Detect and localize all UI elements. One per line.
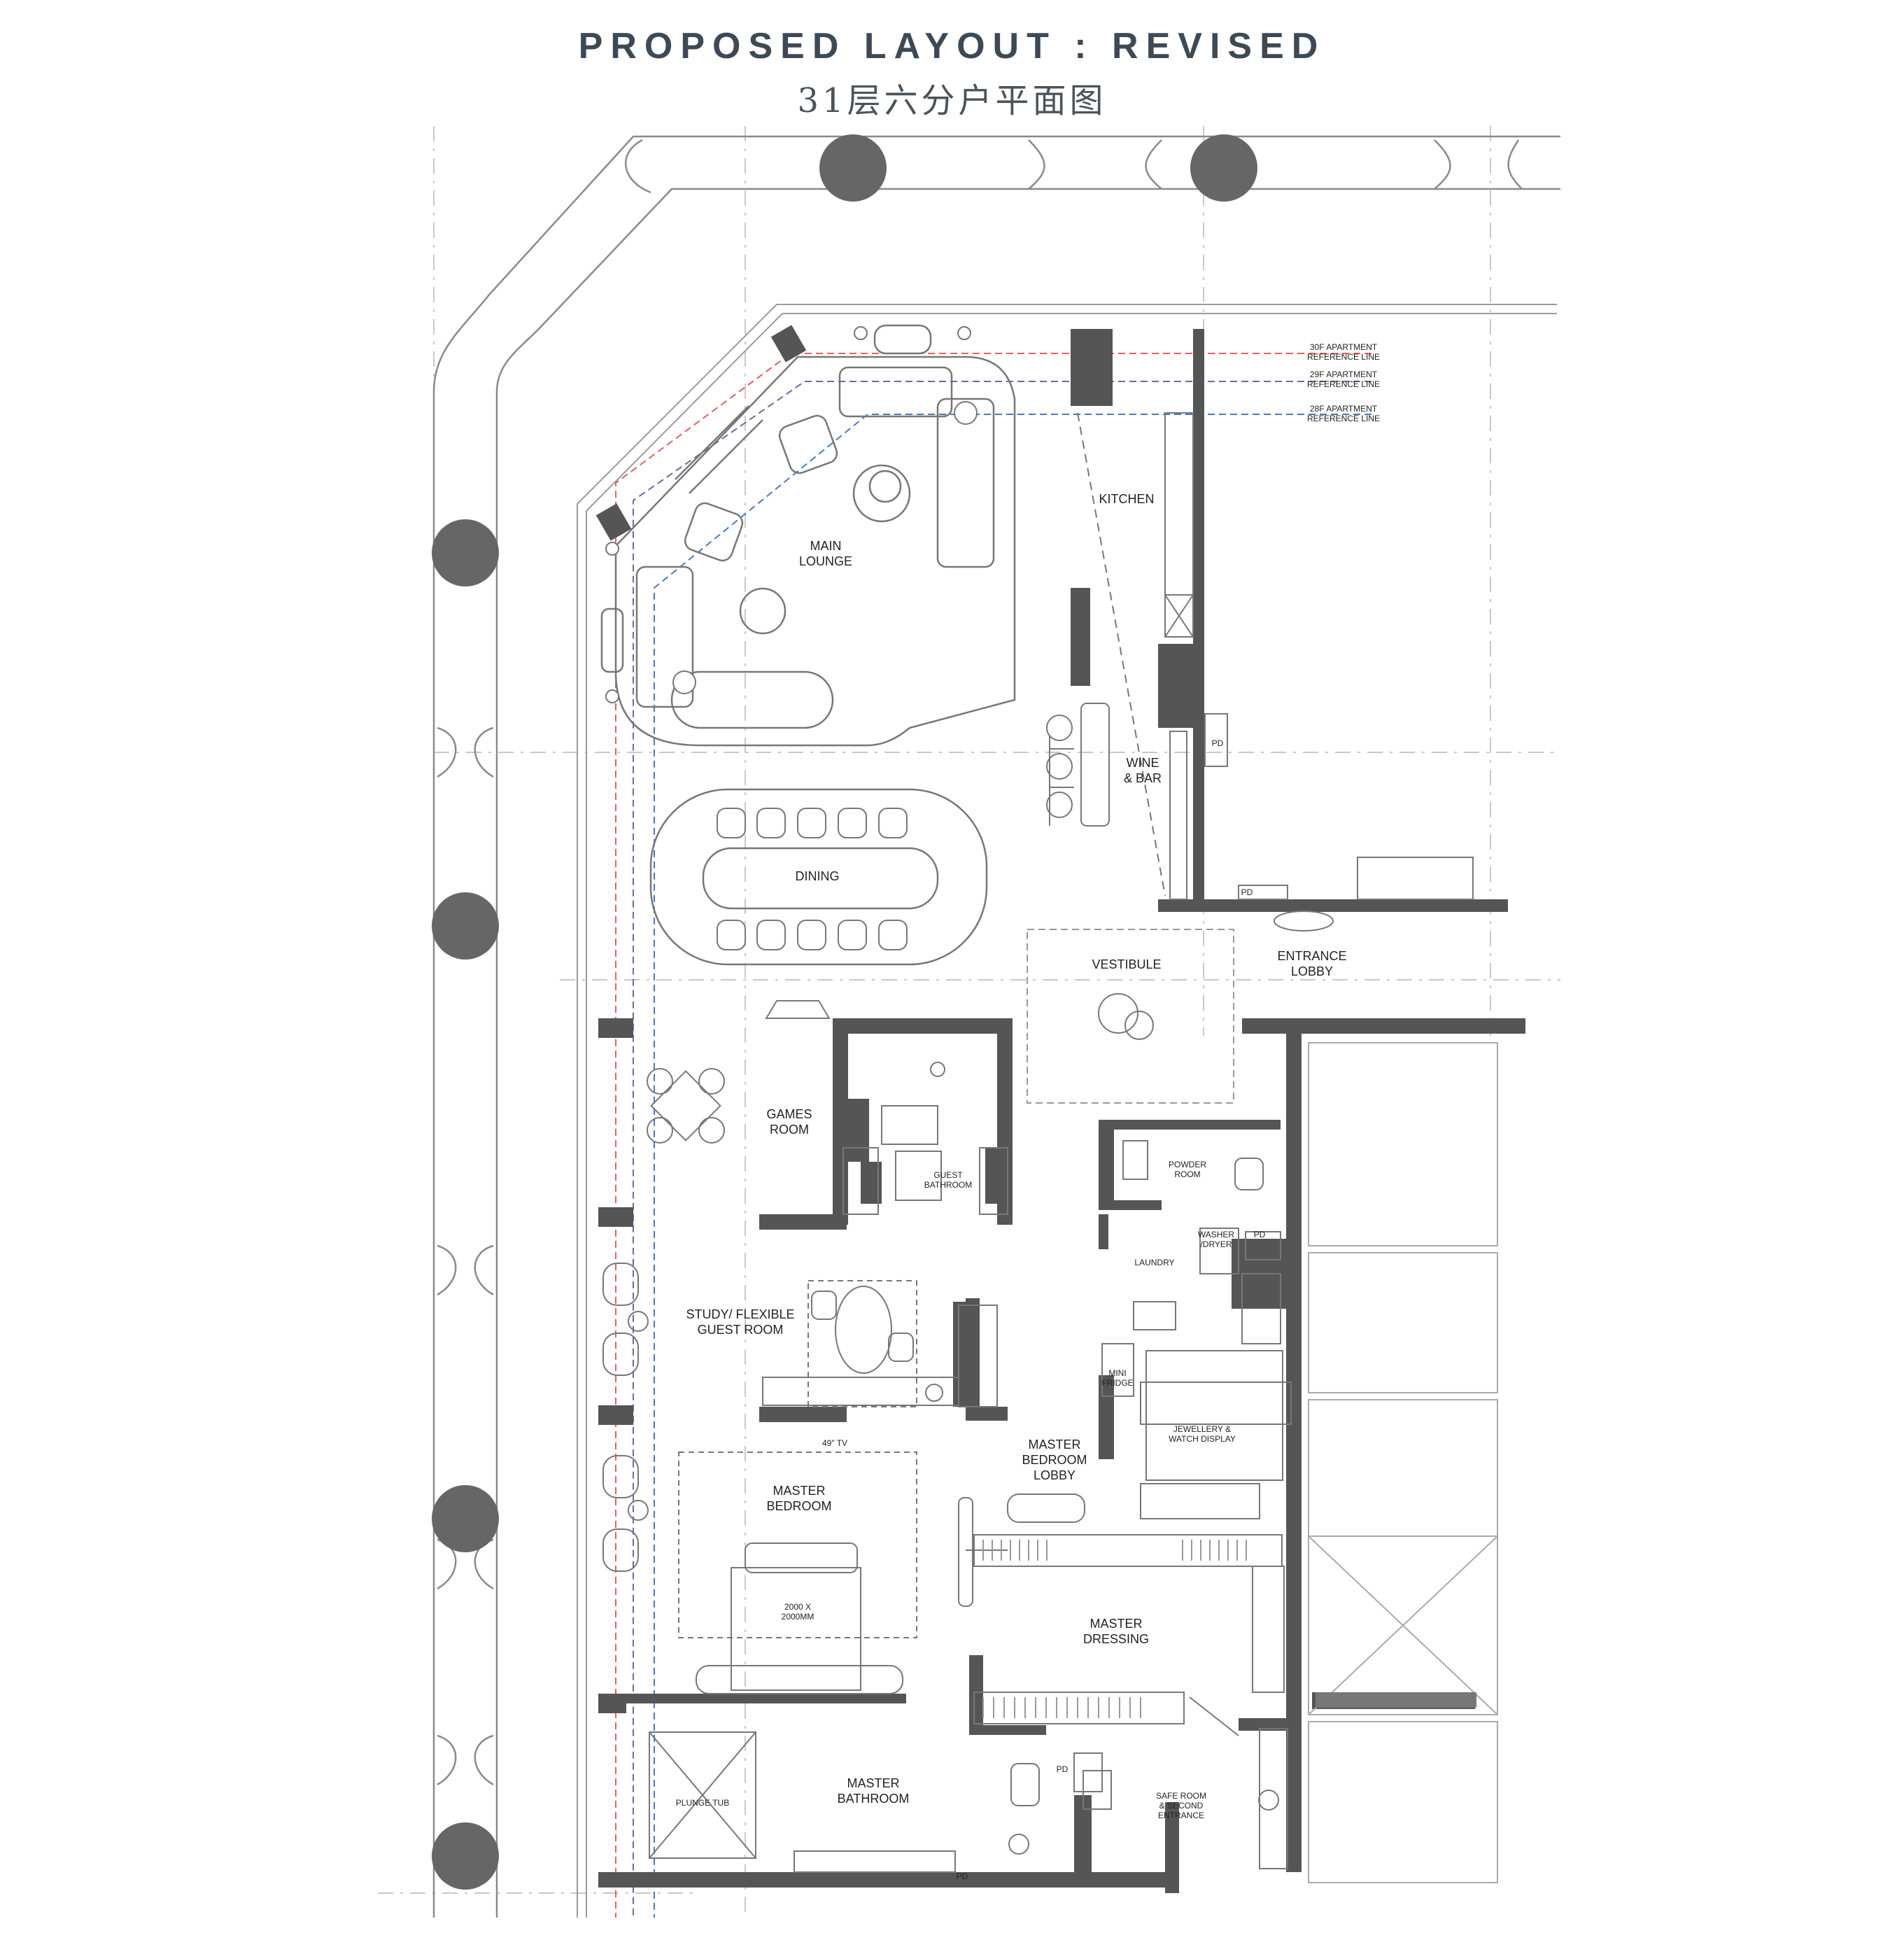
glazing [577,304,1557,1918]
label-master-bedroom-lobby-2: BEDROOM [1022,1453,1087,1467]
label-kitchen: KITCHEN [1099,492,1154,506]
ref-label-28f-line2: REFERENCE LINE [1307,414,1380,423]
reference-labels: 30F APARTMENT REFERENCE LINE 29F APARTME… [1307,342,1380,423]
label-tv: 49" TV [822,1438,847,1448]
label-dining: DINING [796,869,840,883]
label-master-bedroom-lobby-3: LOBBY [1034,1468,1076,1482]
kitchen-fixtures [1046,412,1474,932]
master-bathroom-fixtures [649,1728,1288,1873]
dining-area [649,788,988,966]
reference-line-28f [654,414,1371,1918]
label-plunge-tub: PLUNGE TUB [676,1798,729,1808]
page-title: PROPOSED LAYOUT : REVISED [578,26,1326,66]
label-washer-dryer-1: WASHER [1198,1230,1235,1239]
ref-label-30f-line1: 30F APARTMENT [1310,342,1378,352]
label-wine-bar-1: WINE [1127,756,1159,770]
label-mini-fridge-2: FRIDGE [1101,1378,1133,1388]
label-washer-dryer-2: /DRYER [1200,1239,1232,1249]
label-jewellery-1: JEWELLERY & [1173,1424,1231,1434]
label-vestibule: VESTIBULE [1092,957,1161,971]
vestibule-table [1098,993,1154,1040]
label-entrance-lobby-1: ENTRANCE [1277,949,1346,963]
label-master-dressing-2: DRESSING [1083,1632,1149,1646]
label-pd-laundry: PD [1254,1230,1266,1239]
label-main-lounge-2: LOUNGE [799,554,852,568]
ref-label-28f-line1: 28F APARTMENT [1310,404,1378,414]
label-safe-room-2: & SECOND [1159,1801,1204,1811]
label-powder-room-2: ROOM [1174,1169,1200,1179]
games-room-furniture [647,1000,1008,1215]
label-guest-bathroom-2: BATHROOM [924,1180,972,1190]
reference-line-30f [615,353,1371,1918]
label-mini-fridge-1: MINI [1108,1368,1126,1378]
right-service-dark [1316,1692,1476,1708]
label-study-1: STUDY/ FLEXIBLE [686,1307,794,1321]
label-main-lounge-1: MAIN [810,539,842,553]
label-master-bathroom-1: MASTER [847,1776,899,1790]
label-study-2: GUEST ROOM [698,1323,784,1337]
label-bed-size-2: 2000MM [782,1612,815,1622]
lounge-small-tables [605,326,978,703]
label-master-bedroom-lobby-1: MASTER [1028,1438,1080,1452]
dining-chairs [717,808,908,950]
label-powder-room-1: POWDER [1169,1160,1206,1169]
main-lounge-area [600,324,1016,747]
label-wine-bar-2: & BAR [1124,771,1162,785]
right-service-area [1308,1042,1498,1883]
label-master-dressing-1: MASTER [1089,1617,1142,1631]
ref-label-30f-line2: REFERENCE LINE [1307,352,1380,362]
label-entrance-lobby-2: LOBBY [1291,964,1333,978]
label-bed-size-1: 2000 X [784,1602,811,1612]
label-pd-kitchen: PD [1241,887,1253,897]
label-laundry: LAUNDRY [1134,1258,1174,1267]
label-master-bedroom-1: MASTER [773,1484,825,1498]
kitchen-walls [1071,329,1508,912]
powder-laundry-fixtures [1122,1140,1281,1344]
ref-label-29f-line2: REFERENCE LINE [1307,379,1380,389]
label-jewellery-2: WATCH DISPLAY [1169,1434,1236,1444]
label-pd-master-bath: PD [957,1871,968,1881]
label-games-room-1: GAMES [766,1107,812,1121]
lounge-dark-pieces [595,325,807,541]
column-circles [432,134,1257,1890]
label-master-bedroom-2: BEDROOM [766,1499,831,1513]
label-safe-room-3: ENTRANCE [1158,1811,1204,1820]
label-games-room-2: ROOM [770,1123,809,1137]
label-safe-room-1: SAFE ROOM [1156,1791,1206,1801]
ref-label-29f-line1: 29F APARTMENT [1310,370,1378,379]
vestibule-area [1027,929,1234,1104]
dressing-furniture [973,1343,1292,1736]
page-subtitle: 31层六分户平面图 [797,81,1107,120]
master-bedroom-furniture [602,1452,1008,1694]
facade-band [432,135,1560,1918]
small-labels: GUEST BATHROOM POWDER ROOM WASHER /DRYER… [676,738,1266,1881]
room-labels: MAIN LOUNGE KITCHEN WINE & BAR DINING VE… [686,492,1346,1806]
tv-unit [759,1412,847,1418]
label-pd-bath: PD [1057,1764,1069,1774]
study-furniture [602,1263,998,1407]
label-guest-bathroom-1: GUEST [933,1170,963,1180]
label-master-bathroom-2: BATHROOM [838,1792,910,1806]
label-pd-bar: PD [1212,738,1224,748]
dressing-hangers [982,1540,1247,1718]
